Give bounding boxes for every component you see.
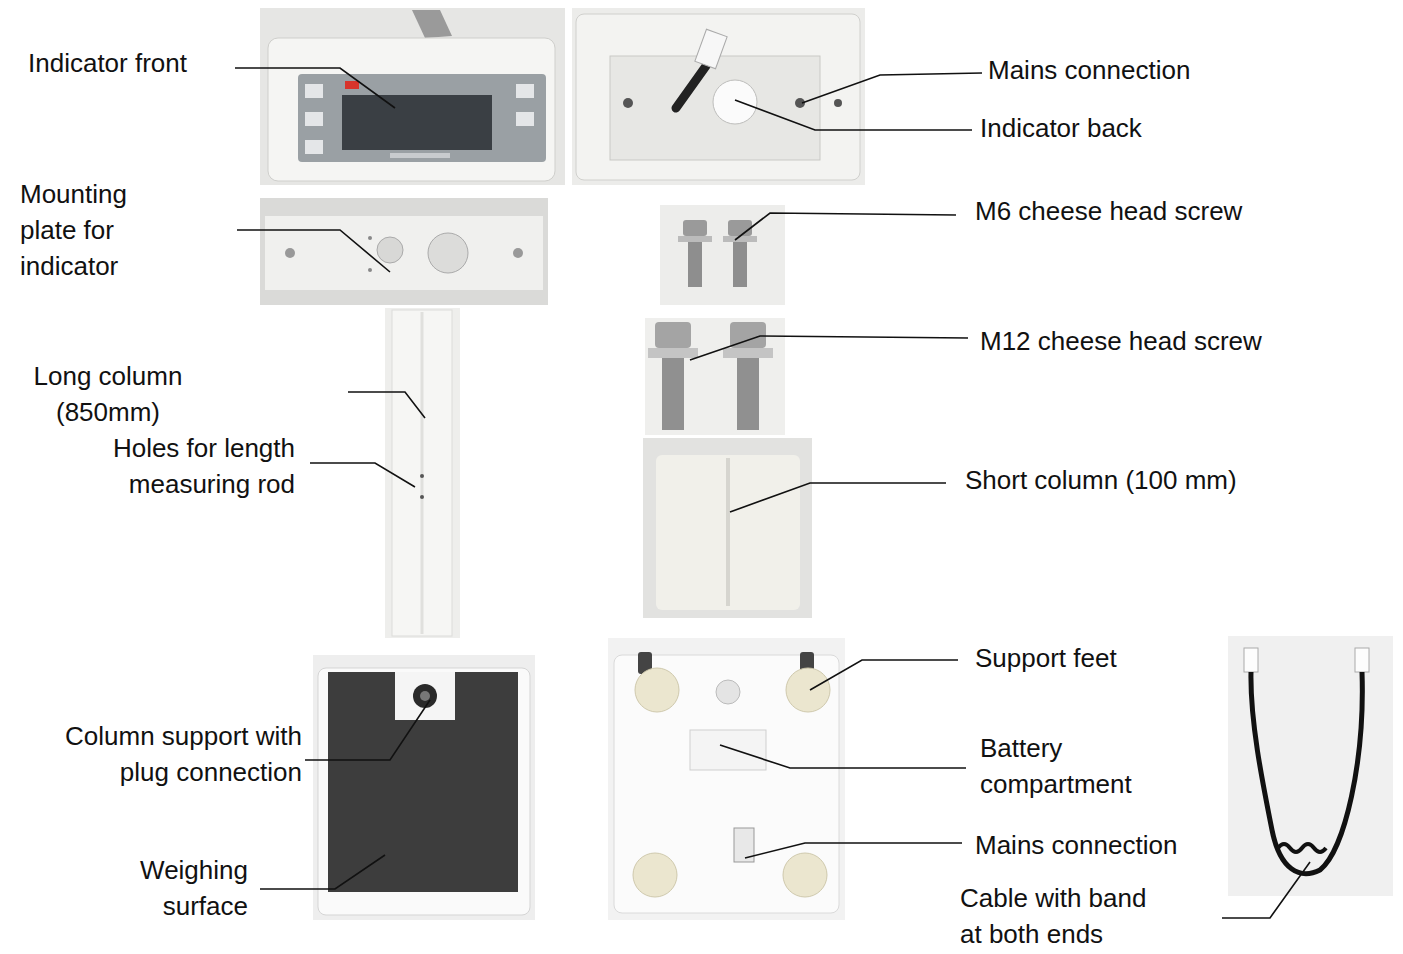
leader-line <box>690 336 968 360</box>
part-label: Column support with plug connection <box>30 718 302 790</box>
part-label: Long column (850mm) <box>8 358 208 430</box>
leader-line <box>810 660 958 690</box>
leader-line <box>348 392 425 418</box>
m6-screw-photo <box>660 205 785 305</box>
short-column-photo <box>643 438 812 618</box>
weighing-base-photo <box>313 655 535 920</box>
part-label: Mains connection <box>975 827 1275 863</box>
part-label: M6 cheese head screw <box>975 193 1375 229</box>
cable-photo <box>1228 636 1393 896</box>
leader-line <box>735 213 956 240</box>
leader-line <box>260 855 385 889</box>
leader-line <box>235 68 395 108</box>
leader-line <box>310 463 415 487</box>
part-label: Mounting plate for indicator <box>20 176 160 284</box>
leader-line <box>730 483 946 512</box>
long-column-photo <box>385 308 460 638</box>
base-underside-photo <box>608 638 845 920</box>
part-label: Weighing surface <box>106 852 248 924</box>
mounting-plate-photo <box>260 198 548 305</box>
leader-line <box>802 73 982 103</box>
leader-line <box>745 843 962 858</box>
leader-line <box>1222 862 1310 918</box>
part-label: Mains connection <box>988 52 1288 88</box>
indicator-front-photo <box>260 8 565 185</box>
leader-line <box>735 100 972 130</box>
leader-line <box>720 745 966 768</box>
part-label: Indicator back <box>980 110 1280 146</box>
part-label: Indicator front <box>28 45 258 81</box>
leader-line <box>237 230 390 272</box>
part-label: Battery compartment <box>980 730 1180 802</box>
part-label: Cable with band at both ends <box>960 880 1165 952</box>
part-label: Short column (100 mm) <box>965 462 1365 498</box>
part-label: Support feet <box>975 640 1275 676</box>
part-label: M12 cheese head screw <box>980 323 1380 359</box>
part-label: Holes for length measuring rod <box>73 430 295 502</box>
leader-line <box>305 700 430 760</box>
